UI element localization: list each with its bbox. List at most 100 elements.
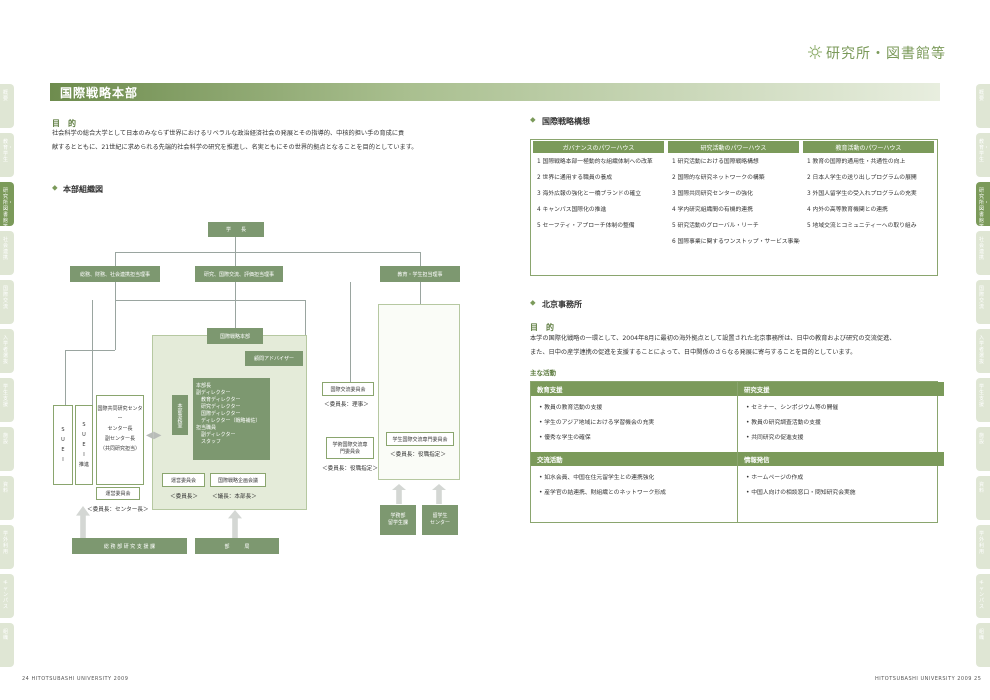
- side-tab-label: 社会連携: [979, 237, 985, 261]
- strategy-column-head: 教育活動のパワーハウス: [803, 141, 934, 153]
- side-tab[interactable]: 教育・学生: [976, 133, 990, 177]
- strategy-item: 1 教育の国際的通用性・共通性の向上: [807, 159, 906, 165]
- org-steering-note: ＜委員長＞: [170, 494, 198, 500]
- side-tab[interactable]: 組織: [0, 623, 14, 667]
- activity-item: • セミナー、シンポジウム等の開催: [746, 405, 839, 411]
- activity-head: 教育支援: [531, 382, 737, 396]
- side-tab[interactable]: 学外利用: [0, 525, 14, 569]
- side-tab[interactable]: 入学者選抜: [0, 329, 14, 373]
- side-tab-label: 施設: [979, 433, 985, 445]
- org-advisor: 顧問アドバイザー: [245, 351, 303, 366]
- side-tab-label: 国際交流: [3, 286, 9, 310]
- org-planning-note: ＜議長：本部長＞: [212, 494, 257, 500]
- strategy-item: 2 世界に通用する職員の養成: [537, 175, 613, 181]
- org-exchange-note: ＜委員長：理事＞: [324, 402, 369, 408]
- left-purpose-line2: 献するとともに、21世紀に求められる先端的社会科学の研究を推進し、名実ともにその…: [52, 144, 418, 151]
- strategy-item: 5 地域交流とコミュニティーへの取り組み: [807, 223, 917, 229]
- side-tab[interactable]: 国際交流: [976, 280, 990, 324]
- arrow-icon: ◀▶: [146, 430, 162, 441]
- strategy-item: 4 内外の高等教育機関との連携: [807, 207, 888, 213]
- beijing-line1: 本学の国際化戦略の一環として、2004年8月に最初の海外拠点として設置された北京…: [530, 335, 896, 342]
- strategy-item: 5 セーフティ・アプローチ体制の整備: [537, 223, 635, 229]
- strategy-item: 4 学内研究組織間の有機的連携: [672, 207, 753, 213]
- side-tab-label: 概要: [3, 90, 9, 102]
- side-tab[interactable]: 資料: [976, 476, 990, 520]
- org-center-head: センター長: [107, 426, 133, 432]
- side-tab-label: 研究所・図書館等: [3, 188, 14, 230]
- side-tab[interactable]: 概要: [976, 84, 990, 128]
- org-center-name: 国際共同研究センター: [97, 406, 143, 422]
- side-tab-label: 入学者選抜: [3, 335, 9, 365]
- side-tab[interactable]: 概要: [0, 84, 14, 128]
- strategy-item: 2 日本人学生の送り出しプログラムの展開: [807, 175, 917, 181]
- strategy-label: 国際戦略構想: [542, 117, 590, 126]
- student-panel: [378, 304, 460, 480]
- activity-item: • 如水会員、中国在住元留学生との連携強化: [539, 475, 655, 481]
- side-tab-label: 学外利用: [3, 531, 9, 555]
- org-vp1: 総務、財務、社会連携担当理事: [70, 266, 160, 282]
- strategy-item: 6 国際事業に関するワンストップ・サービス事業の実施: [672, 239, 800, 245]
- activity-item: • 学生のアジア地域における学習機会の充実: [539, 420, 655, 426]
- side-tab[interactable]: 教育・学生: [0, 133, 14, 177]
- band-title: 国際戦略本部: [60, 86, 139, 100]
- org-bottom-r1: 学務部 留学生課: [380, 505, 416, 535]
- activity-item: • 産学官の結連携、財組織とのネットワーク形成: [539, 490, 666, 496]
- side-tab[interactable]: 資料: [0, 476, 14, 520]
- activity-head: 研究支援: [738, 382, 944, 396]
- org-vp2: 研究、国際交流、評価担当理事: [195, 266, 283, 282]
- org-academic-exch-note: ＜委員長：役職指定＞: [322, 466, 378, 472]
- side-tab[interactable]: 学生支援: [0, 378, 14, 422]
- side-tab[interactable]: 組織: [976, 623, 990, 667]
- side-tab-label: 施設: [3, 433, 9, 445]
- side-tab-label: 組織: [3, 629, 9, 641]
- left-purpose-line1: 社会科学の総合大学として日本のみならず世界におけるリベラルな政治経済社会の発展と…: [52, 130, 405, 137]
- strategy-item: 2 国際的な研究ネットワークの構築: [672, 175, 765, 181]
- side-tab[interactable]: 施設: [976, 427, 990, 471]
- side-tab-label: 資料: [979, 482, 985, 494]
- side-tab-label: 社会連携: [3, 237, 9, 261]
- side-tab-label: 研究所・図書館等: [979, 188, 990, 230]
- strategy-table: [530, 139, 938, 276]
- org-student-exch: 学生国際交流専門委員会: [386, 432, 454, 446]
- strategy-item: 4 キャンパス国際化の推進: [537, 207, 607, 213]
- side-tab-label: 概要: [979, 90, 985, 102]
- side-tab[interactable]: 学生支援: [976, 378, 990, 422]
- org-student-exch-note: ＜委員長：役職指定＞: [390, 452, 446, 458]
- right-footer: HITOTSUBASHI UNIVERSITY 2009 25: [875, 676, 982, 682]
- side-tab[interactable]: 国際交流: [0, 280, 14, 324]
- diamond-icon: ⬥: [530, 298, 536, 307]
- org-chart-label: 本部組織図: [63, 185, 103, 194]
- side-tab[interactable]: 社会連携: [976, 231, 990, 275]
- org-center-committee: 運営委員会: [96, 487, 140, 500]
- side-tab[interactable]: キャンパス: [976, 574, 990, 618]
- side-tab[interactable]: 施設: [0, 427, 14, 471]
- diamond-icon: ⬥: [52, 183, 58, 192]
- org-exchange: 国際交流委員会: [322, 382, 374, 396]
- side-tab-label: 学生支援: [979, 384, 985, 408]
- side-tab-label: 教育・学生: [979, 139, 990, 163]
- activity-item: • 中国人向けの相談窓口・問知研究会実施: [746, 490, 856, 496]
- side-tab[interactable]: 研究所・図書館等: [976, 182, 990, 230]
- section-emblem-icon: [807, 44, 823, 60]
- side-tab[interactable]: 学外利用: [976, 525, 990, 569]
- side-tab[interactable]: 入学者選抜: [976, 329, 990, 373]
- side-tab[interactable]: 研究所・図書館等: [0, 182, 14, 230]
- side-tab-label: キャンパス: [979, 580, 985, 610]
- org-hq: 国際戦略本部: [207, 328, 263, 344]
- activity-item: • ホームページの作成: [746, 475, 804, 481]
- side-tab[interactable]: キャンパス: [0, 574, 14, 618]
- side-tab-label: 資料: [3, 482, 9, 494]
- beijing-purpose-label: 目 的: [530, 323, 554, 332]
- org-office: 本部事務室: [172, 395, 188, 435]
- diamond-icon: ⬥: [530, 115, 536, 124]
- section-title: 研究所・図書館等: [826, 46, 946, 62]
- org-center-box: 国際共同研究センター センター長 副センター長 （共同研究担当）: [96, 395, 144, 485]
- left-purpose-label: 目 的: [52, 119, 76, 128]
- side-tab[interactable]: 社会連携: [0, 231, 14, 275]
- org-suei-promo: S U E I 推進: [75, 405, 93, 485]
- org-center-role: （共同研究担当）: [99, 446, 140, 452]
- org-director-block: 本部長 副ディレクター 教育ディレクター 研究ディレクター 国際ディレクター デ…: [193, 378, 270, 460]
- up-arrow3-icon: [392, 484, 406, 504]
- strategy-item: 5 研究活動のグローバル・リーチ: [672, 223, 759, 229]
- strategy-column-head: ガバナンスのパワーハウス: [533, 141, 664, 153]
